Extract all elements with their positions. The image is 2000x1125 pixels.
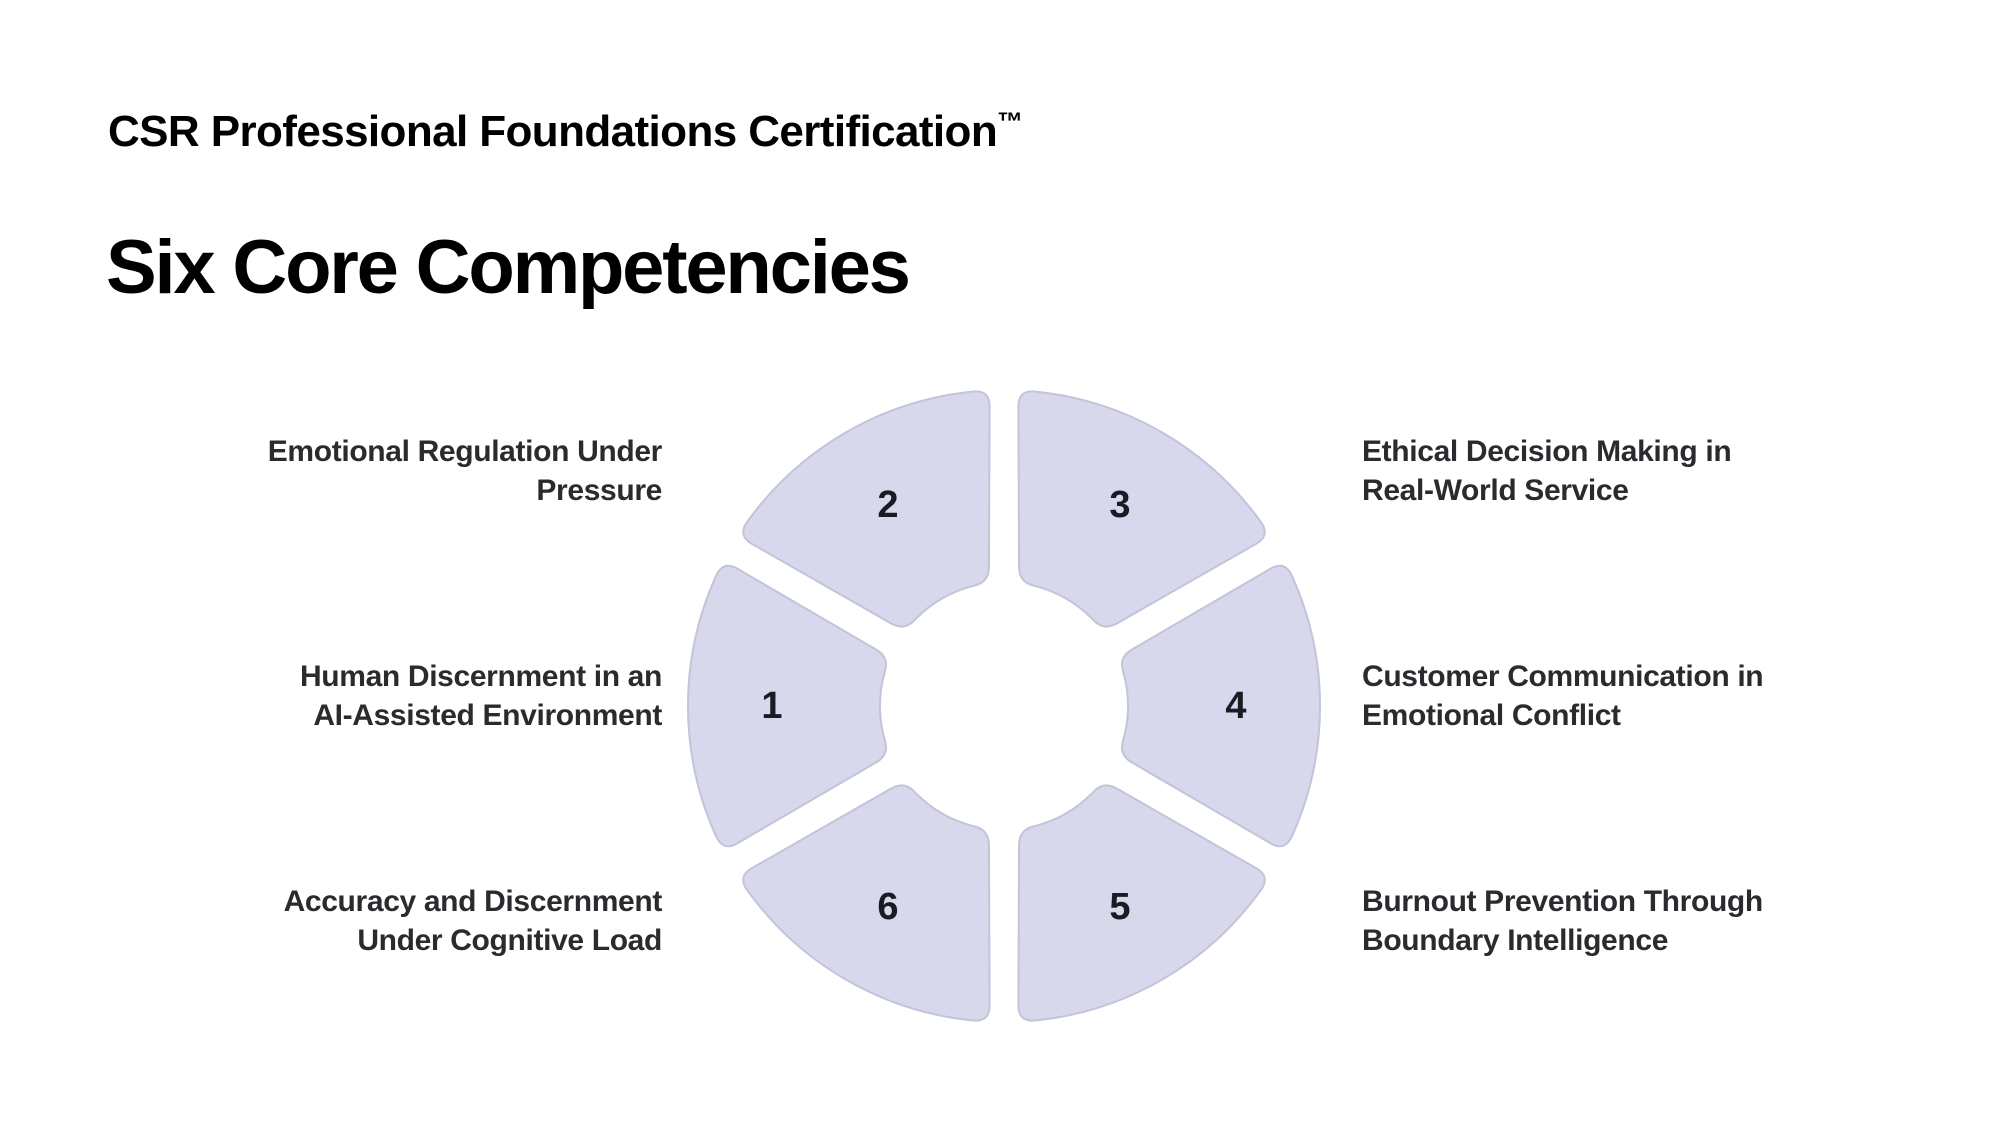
donut-segment-5[interactable] [1017, 784, 1266, 1022]
competency-label-2-line1: Ethical Decision Making in [1362, 435, 1732, 468]
competency-label-1-line2: Pressure [536, 474, 662, 507]
donut-segment-1[interactable] [687, 564, 888, 848]
competency-label-3-line2: Emotional Conflict [1362, 699, 1621, 732]
donut-segment-6[interactable] [742, 784, 991, 1022]
competency-label-4: Burnout Prevention Through Boundary Inte… [1362, 882, 1962, 960]
trademark-symbol: ™ [997, 106, 1024, 137]
donut-segments-group [687, 390, 1321, 1022]
donut-segment-4[interactable] [1120, 564, 1321, 848]
competency-label-5-line2: Under Cognitive Load [357, 924, 662, 957]
donut-chart-svg [687, 390, 1321, 1022]
certification-eyebrow-text: CSR Professional Foundations Certificati… [108, 107, 998, 156]
donut-segment-3[interactable] [1017, 390, 1266, 628]
competency-label-3: Customer Communication in Emotional Conf… [1362, 657, 1962, 735]
donut-segment-2[interactable] [742, 390, 991, 628]
certification-eyebrow-title: CSR Professional Foundations Certificati… [108, 106, 1024, 156]
competency-label-3-line1: Customer Communication in [1362, 660, 1764, 693]
competency-label-1: Emotional Regulation Under Pressure [102, 432, 663, 510]
page-title: Six Core Competencies [106, 225, 911, 310]
competency-label-4-line1: Burnout Prevention Through [1362, 885, 1763, 918]
competency-label-5: Accuracy and Discernment Under Cognitive… [102, 882, 663, 960]
competency-label-4-line2: Boundary Intelligence [1362, 924, 1669, 957]
competency-label-6: Human Discernment in an AI-Assisted Envi… [102, 657, 662, 735]
competency-label-1-line1: Emotional Regulation Under [267, 435, 663, 468]
competency-label-5-line1: Accuracy and Discernment [283, 885, 663, 918]
competency-label-2: Ethical Decision Making in Real-World Se… [1362, 432, 1962, 510]
competency-label-6-line2: AI-Assisted Environment [313, 699, 662, 732]
competency-label-2-line2: Real-World Service [1362, 474, 1629, 507]
competency-label-6-line1: Human Discernment in an [299, 660, 662, 693]
